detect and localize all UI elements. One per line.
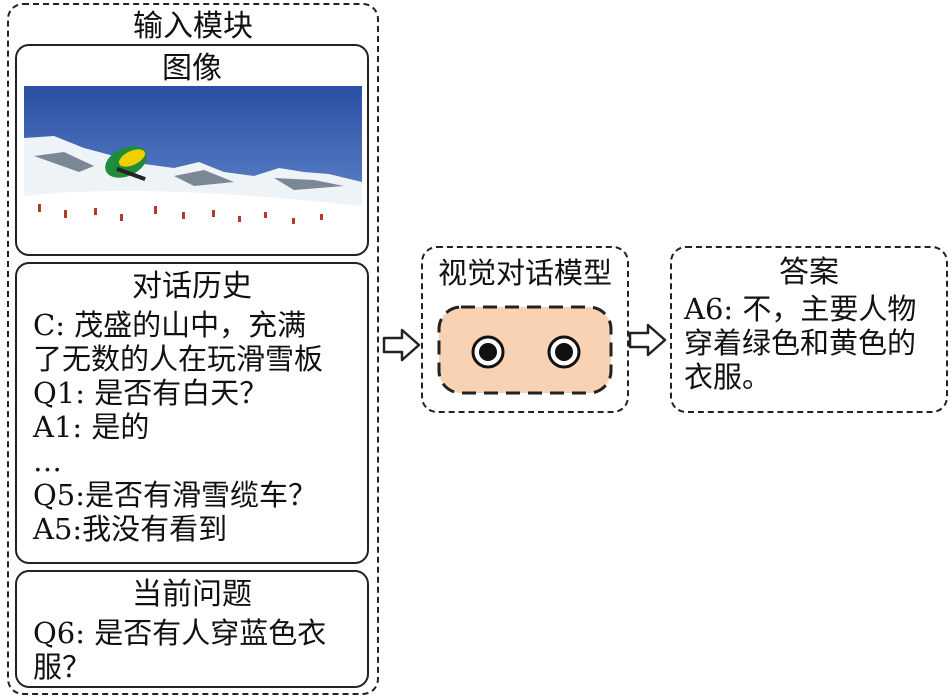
image-panel-title: 图像 [162,51,222,86]
history-line: 了无数的人在玩滑雪板 [33,342,324,376]
history-line: A5:我没有看到 [33,512,228,546]
history-line: A1: 是的 [33,410,150,444]
question-line: 服？ [33,650,92,684]
mountain-shadow [34,152,344,190]
crowd [38,204,323,224]
answer-line: 衣服。 [684,360,772,394]
arrow-right-icon [628,323,667,357]
history-line: Q1: 是否有白天？ [33,376,269,410]
input-module: 输入模块 [7,3,379,695]
answer-line: 穿着绿色和黄色的 [684,326,917,360]
question-panel: 当前问题 Q6: 是否有人穿蓝色衣 服？ [15,570,369,688]
history-lines: C: 茂盛的山中，充满 了无数的人在玩滑雪板 Q1: 是否有白天？ A1: 是的… [33,308,323,546]
question-lines: Q6: 是否有人穿蓝色衣 服？ [33,616,326,684]
history-line: Q5:是否有滑雪缆车？ [33,478,317,512]
answer-line: A6: 不，主要人物 [684,292,917,326]
history-panel: 对话历史 C: 茂盛的山中，充满 了无数的人在玩滑雪板 Q1: 是否有白天？ A… [15,262,369,564]
answer-lines: A6: 不，主要人物 穿着绿色和黄色的 衣服。 [684,292,916,394]
input-module-title: 输入模块 [133,9,253,44]
answer-box: 答案 A6: 不，主要人物 穿着绿色和黄色的 衣服。 [670,246,948,413]
answer-title: 答案 [779,255,839,290]
ski-photo [24,86,362,248]
history-line: … [33,444,62,478]
history-line: C: 茂盛的山中，充满 [33,308,307,342]
image-panel: 图像 [15,44,369,256]
question-line: Q6: 是否有人穿蓝色衣 [33,616,327,650]
history-panel-title: 对话历史 [132,269,252,304]
snow-slope [24,190,362,248]
question-panel-title: 当前问题 [132,577,252,612]
model-box: 视觉对话模型 [421,246,629,413]
model-face-icon [437,305,613,395]
arrow-right-icon [382,328,421,362]
model-title: 视觉对话模型 [437,256,612,290]
skier [105,146,147,182]
